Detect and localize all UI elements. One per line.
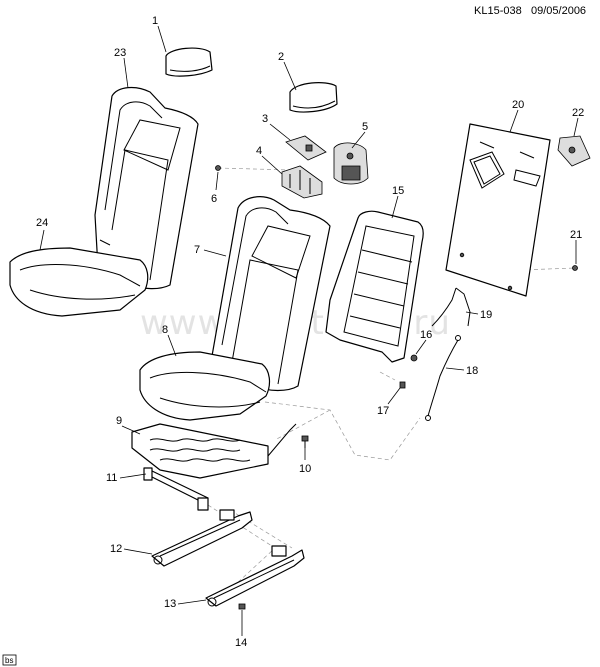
callout-18: 18 (466, 365, 478, 377)
callout-13: 13 (164, 598, 176, 610)
part-22-cap (557, 135, 591, 167)
part-headrest-front (289, 82, 338, 113)
callout-11: 11 (106, 472, 117, 484)
callout-6: 6 (211, 193, 217, 205)
callout-12: 12 (110, 543, 122, 555)
badge-text: bs (5, 656, 13, 665)
callout-3: 3 (262, 113, 268, 125)
callout-19: 19 (480, 309, 492, 321)
callout-10: 10 (299, 463, 311, 475)
part-12-seat-adjuster (151, 509, 253, 567)
part-5-latch (333, 142, 369, 185)
part-rear-seatback (94, 86, 199, 290)
callout-labels: 1 2 3 4 5 6 7 8 9 10 11 12 13 14 15 16 1… (36, 15, 584, 649)
figure-date: 09/05/2006 (531, 5, 586, 17)
part-4-guide (281, 165, 323, 199)
callout-8: 8 (162, 324, 168, 336)
part-14-bolt (238, 603, 246, 610)
part-18-cable (425, 335, 461, 421)
part-9-cushion-frame (131, 423, 297, 479)
part-headrest-rear (165, 47, 213, 77)
callout-16: 16 (420, 329, 432, 341)
part-6-screw (215, 165, 221, 171)
part-3-trim-panel (285, 135, 327, 161)
callout-9: 9 (116, 415, 122, 427)
callout-22: 22 (572, 107, 584, 119)
part-13-seat-adjuster (205, 545, 305, 607)
callout-15: 15 (392, 185, 404, 197)
part-10-bolt (301, 435, 309, 448)
callout-14: 14 (235, 637, 247, 649)
callout-20: 20 (512, 99, 524, 111)
part-19-wire-bracket (431, 287, 471, 327)
part-11-rod (143, 467, 209, 511)
callout-4: 4 (256, 145, 262, 157)
leader-lines (39, 25, 579, 636)
callout-24: 24 (36, 217, 48, 229)
figure-id: KL15-038 (474, 5, 522, 17)
part-front-seatback (211, 196, 331, 392)
part-20-back-panel (445, 123, 551, 297)
callout-21: 21 (570, 229, 582, 241)
part-17-bolt (399, 381, 406, 389)
callout-1: 1 (152, 15, 158, 27)
part-15-seatback-frame (325, 210, 424, 363)
part-21-clip (572, 265, 578, 271)
part-16-nut (410, 354, 418, 362)
callout-23: 23 (114, 47, 126, 59)
callout-5: 5 (362, 121, 368, 133)
part-rear-cushion (9, 247, 149, 317)
corner-badge: bs (2, 654, 17, 666)
part-front-cushion (139, 351, 271, 421)
callout-17: 17 (377, 405, 389, 417)
callout-7: 7 (194, 244, 200, 256)
callout-2: 2 (278, 51, 284, 63)
